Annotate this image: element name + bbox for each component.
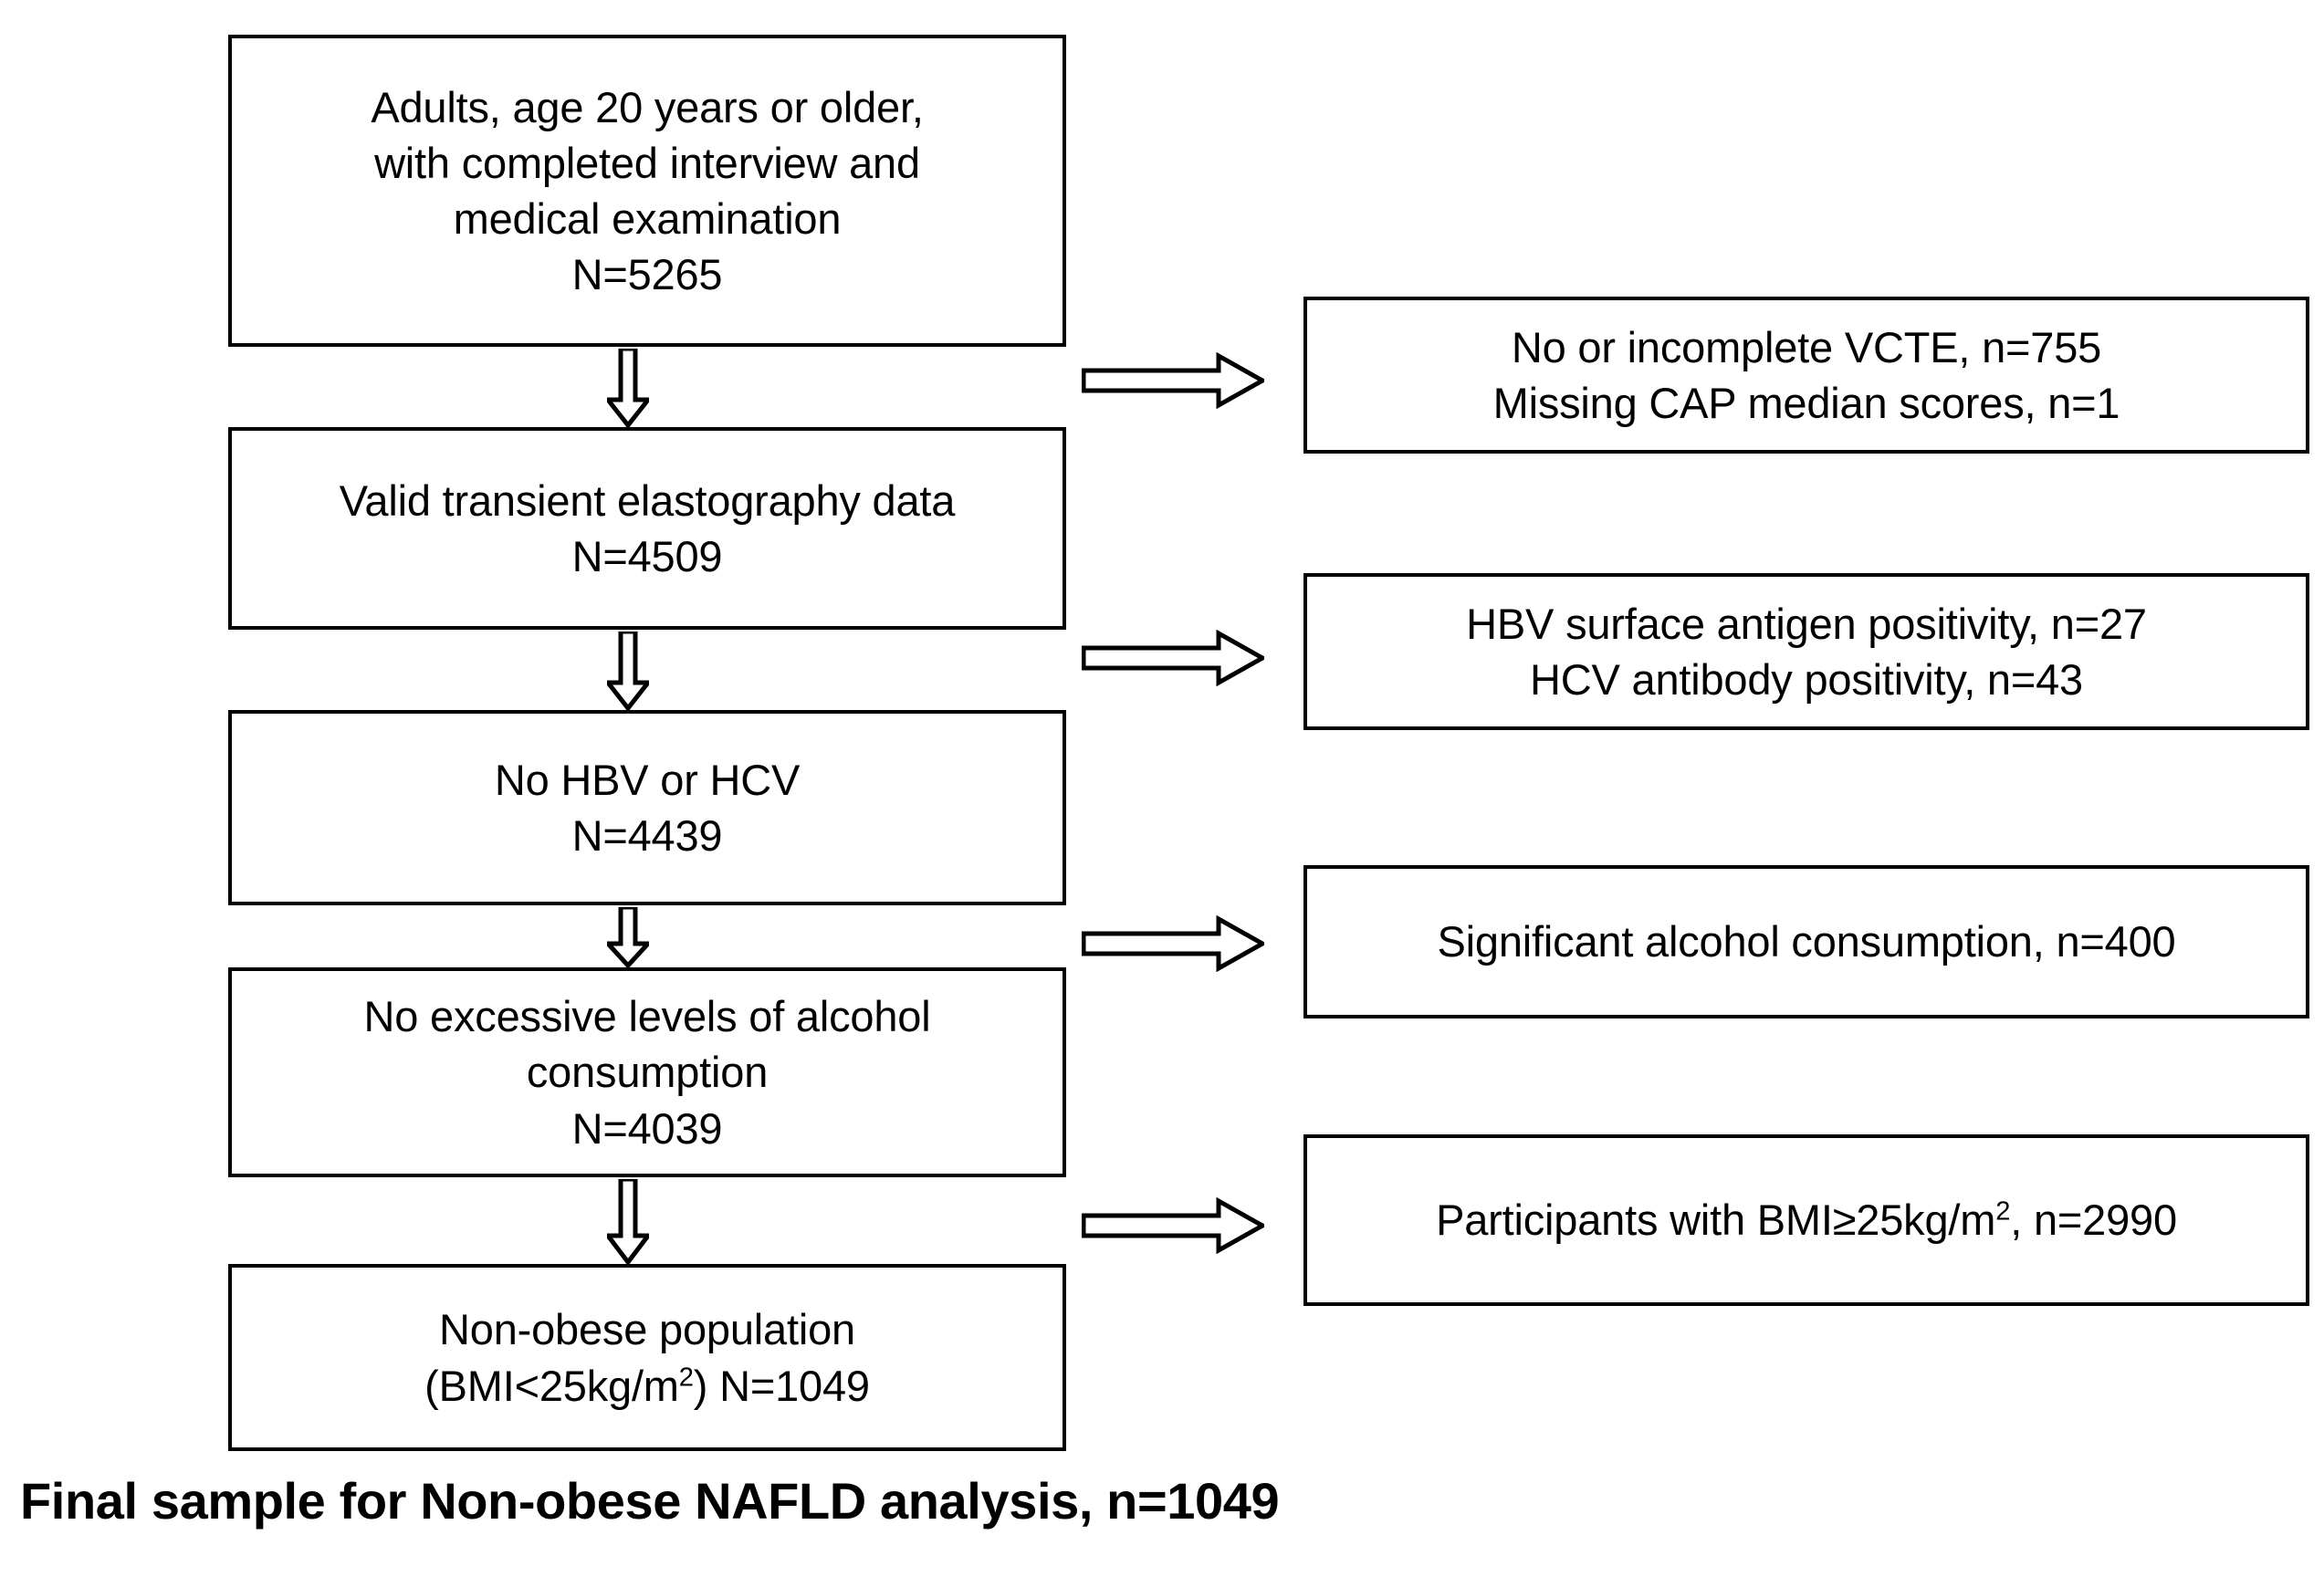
exclusion-box-bmi: Participants with BMI≥25kg/m2, n=2990 bbox=[1303, 1134, 2309, 1306]
exclusion-box-vcte: No or incomplete VCTE, n=755 Missing CAP… bbox=[1303, 297, 2309, 454]
right-arrow-icon-3 bbox=[1082, 915, 1264, 972]
inclusion-box-adults-count: N=5265 bbox=[571, 250, 723, 299]
inclusion-box-no-hbv-hcv-count: N=4439 bbox=[571, 811, 723, 860]
inclusion-box-elastography: Valid transient elastography data N=4509 bbox=[228, 427, 1066, 630]
exclusion-box-viral-hepatitis-line-2: HCV antibody positivity, n=43 bbox=[1530, 655, 2083, 704]
inclusion-box-elastography-count: N=4509 bbox=[571, 532, 723, 580]
right-arrow-icon-1 bbox=[1082, 352, 1264, 409]
right-arrow-icon-4 bbox=[1082, 1197, 1264, 1254]
right-arrow-icon-2 bbox=[1082, 630, 1264, 686]
figure-caption: Final sample for Non-obese NAFLD analysi… bbox=[20, 1472, 1280, 1530]
inclusion-box-non-obese-line-1: Non-obese population bbox=[439, 1305, 855, 1354]
inclusion-box-non-obese-count: (BMI<25kg/m2) N=1049 bbox=[424, 1361, 870, 1410]
inclusion-box-non-obese: Non-obese population (BMI<25kg/m2) N=104… bbox=[228, 1264, 1066, 1451]
inclusion-box-adults: Adults, age 20 years or older, with comp… bbox=[228, 35, 1066, 347]
down-arrow-icon-4 bbox=[607, 1179, 649, 1264]
down-arrow-icon-1 bbox=[607, 349, 649, 427]
exclusion-box-viral-hepatitis: HBV surface antigen positivity, n=27 HCV… bbox=[1303, 573, 2309, 730]
inclusion-box-adults-line-1: Adults, age 20 years or older, bbox=[371, 82, 924, 131]
inclusion-box-adults-line-3: medical examination bbox=[453, 194, 842, 243]
inclusion-box-no-excess-alcohol-line-1: No excessive levels of alcohol bbox=[363, 992, 931, 1041]
exclusion-box-vcte-line-2: Missing CAP median scores, n=1 bbox=[1492, 379, 2120, 427]
inclusion-box-no-hbv-hcv: No HBV or HCV N=4439 bbox=[228, 710, 1066, 905]
inclusion-box-no-excess-alcohol-line-2: consumption bbox=[526, 1048, 769, 1097]
inclusion-box-no-excess-alcohol-count: N=4039 bbox=[571, 1103, 723, 1153]
exclusion-box-bmi-line-1: Participants with BMI≥25kg/m2, n=2990 bbox=[1436, 1196, 2177, 1245]
exclusion-box-viral-hepatitis-line-1: HBV surface antigen positivity, n=27 bbox=[1466, 599, 2147, 648]
inclusion-box-elastography-line-1: Valid transient elastography data bbox=[339, 475, 956, 525]
inclusion-box-adults-line-2: with completed interview and bbox=[374, 138, 920, 187]
down-arrow-icon-2 bbox=[607, 632, 649, 710]
exclusion-box-alcohol: Significant alcohol consumption, n=400 bbox=[1303, 865, 2309, 1018]
down-arrow-icon-3 bbox=[607, 907, 649, 967]
inclusion-box-no-hbv-hcv-line-1: No HBV or HCV bbox=[494, 755, 801, 804]
exclusion-box-vcte-line-1: No or incomplete VCTE, n=755 bbox=[1511, 322, 2102, 371]
inclusion-box-no-excess-alcohol: No excessive levels of alcohol consumpti… bbox=[228, 967, 1066, 1177]
exclusion-box-alcohol-line-1: Significant alcohol consumption, n=400 bbox=[1437, 917, 2176, 966]
